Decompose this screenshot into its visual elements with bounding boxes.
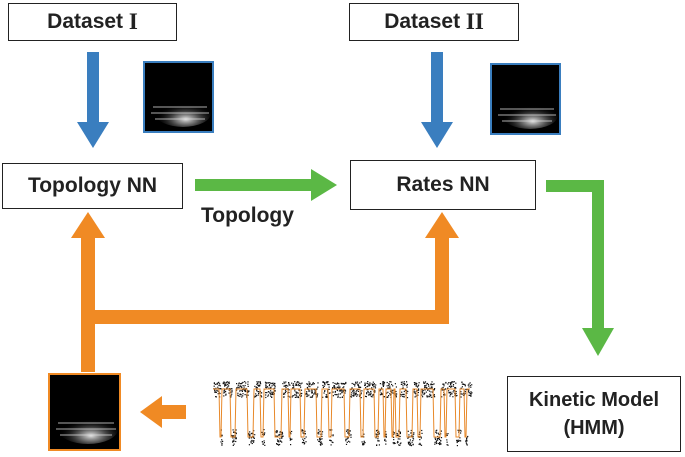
thumbnail-output-icon [48, 373, 121, 451]
time-trace-icon [213, 381, 473, 447]
arrow-dataset1-to-topology [77, 52, 109, 148]
rates-nn-box: Rates NN [350, 160, 536, 210]
dataset1-numeral: I [128, 9, 138, 34]
arrow-feedback-loop [71, 212, 459, 372]
kinetic-model-box: Kinetic Model (HMM) [507, 376, 681, 452]
arrow-dataset2-to-rates [421, 52, 453, 148]
dataset2-label: Dataset [384, 10, 466, 33]
arrow-rates-to-kinetic [546, 180, 614, 356]
topology-nn-box: Topology NN [2, 163, 183, 209]
arrow-trace-to-thumbnail [140, 396, 186, 428]
dataset1-box: Dataset I [8, 3, 177, 41]
thumbnail-dataset1-icon [143, 61, 214, 133]
kinetic-model-sublabel: (HMM) [563, 417, 625, 439]
thumbnail-dataset2-icon [490, 63, 561, 135]
topology-nn-label: Topology NN [27, 174, 158, 197]
dataset2-numeral: II [465, 9, 484, 34]
rates-nn-label: Rates NN [396, 173, 490, 196]
topology-edge-label: Topology [201, 204, 294, 227]
trace-line [213, 388, 470, 438]
dataset2-box: Dataset II [349, 3, 519, 41]
kinetic-model-label: Kinetic Model [528, 389, 659, 411]
arrow-topology-to-rates [195, 169, 337, 201]
dataset1-label: Dataset [47, 10, 129, 33]
